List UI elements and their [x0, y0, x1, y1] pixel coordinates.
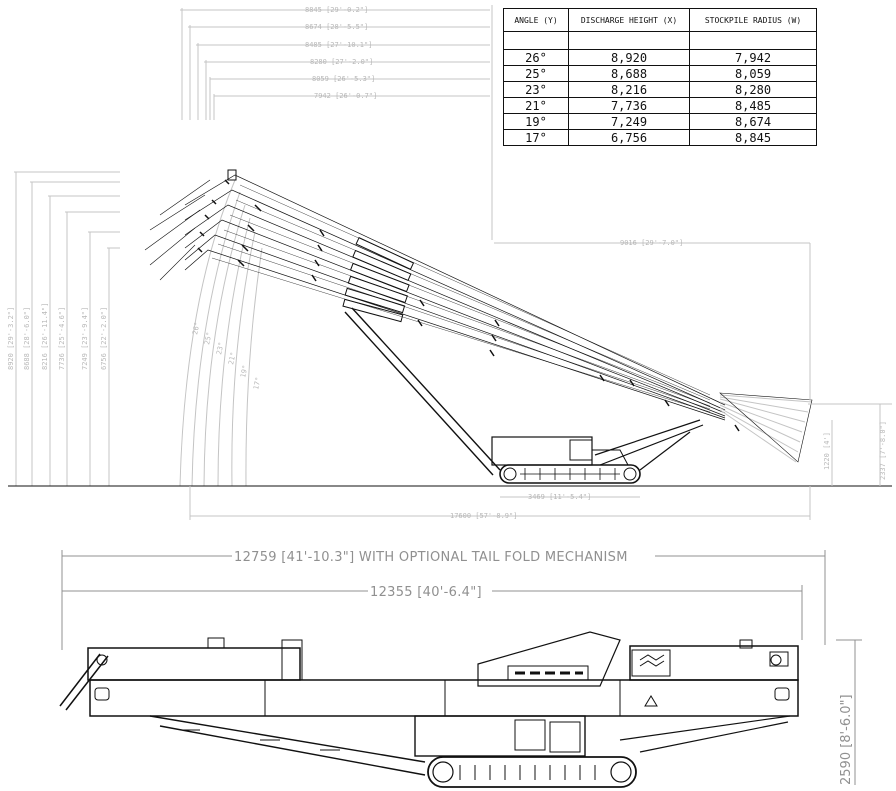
transport-dimensions: 12759 [41'-10.3"] WITH OPTIONAL TAIL FOL…	[61, 550, 862, 785]
header-angle: ANGLE (Y)	[503, 8, 569, 32]
top-radius-dimensions: 8845 [29'-0.2"] 8674 [28'-5.5"] 8485 [27…	[180, 5, 493, 240]
tail-height-dim: 2337 [7'-8.0"]	[879, 421, 887, 480]
table-row: 21° 7,736 8,485	[503, 97, 817, 114]
top-dim-5: 7942 [26'-0.7"]	[314, 92, 377, 100]
left-dim-3: 7736 [25'-4.6"]	[58, 307, 66, 370]
top-dim-1: 8674 [28'-5.5"]	[305, 23, 368, 31]
cell-radius: 8,280	[689, 81, 817, 98]
left-dim-2: 8216 [26'-11.4"]	[41, 303, 49, 370]
left-dim-4: 7249 [23'-9.4"]	[81, 307, 89, 370]
specifications-table: ANGLE (Y) DISCHARGE HEIGHT (X) STOCKPILE…	[503, 8, 817, 146]
top-dim-0: 8845 [29'-0.2"]	[305, 6, 368, 14]
table-row: 17° 6,756 8,845	[503, 129, 817, 146]
table-blank-row	[503, 31, 817, 50]
transport-view-machine	[59, 631, 799, 788]
cell-height: 7,249	[568, 113, 690, 130]
angle-label-3: 21°	[227, 351, 237, 365]
cell-angle: 23°	[503, 81, 569, 98]
right-dimensions: 9016 [29'-7.0"] 2337 [7'-8.0"] 1220 [4']	[494, 239, 892, 486]
stacker-base-unit	[344, 307, 704, 484]
cell-radius: 8,059	[689, 65, 817, 82]
cell-angle: 25°	[503, 65, 569, 82]
cell-radius: 8,485	[689, 97, 817, 114]
table-row: 26° 8,920 7,942	[503, 49, 817, 66]
tail-low-dim: 1220 [4']	[823, 432, 831, 470]
conveyor-boom-positions	[144, 169, 813, 463]
track-assembly	[499, 464, 641, 484]
table-row: 19° 7,249 8,674	[503, 113, 817, 130]
angle-label-4: 19°	[239, 364, 249, 378]
cell-angle: 26°	[503, 49, 569, 66]
cell-angle: 21°	[503, 97, 569, 114]
base-offset-dim: 3469 [11'-5.4"]	[528, 493, 591, 501]
top-dim-4: 8059 [26'-5.3"]	[312, 75, 375, 83]
cell-height: 7,736	[568, 97, 690, 114]
left-dim-5: 6756 [22'-2.0"]	[100, 307, 108, 370]
transport-height-dim: 2590 [8'-6.0"]	[839, 694, 854, 785]
cell-height: 8,920	[568, 49, 690, 66]
header-discharge-height: DISCHARGE HEIGHT (X)	[568, 8, 690, 32]
transport-length-dim: 12355 [40'-6.4"]	[370, 585, 482, 600]
cell-angle: 17°	[503, 129, 569, 146]
base-dimensions: 3469 [11'-5.4"] 17600 [57'-8.9"]	[189, 486, 811, 520]
tail-fold-dim: 12759 [41'-10.3"] WITH OPTIONAL TAIL FOL…	[234, 550, 628, 565]
cell-height: 6,756	[568, 129, 690, 146]
header-stockpile-radius: STOCKPILE RADIUS (W)	[689, 8, 817, 32]
cell-height: 8,688	[568, 65, 690, 82]
angle-label-5: 17°	[252, 376, 262, 390]
cell-angle: 19°	[503, 113, 569, 130]
table-row: 23° 8,216 8,280	[503, 81, 817, 98]
left-dim-0: 8920 [29'-3.2"]	[7, 307, 15, 370]
top-dim-3: 8280 [27'-2.0"]	[310, 58, 373, 66]
reach-dim: 9016 [29'-7.0"]	[620, 239, 683, 247]
angle-label-0: 26°	[191, 321, 201, 335]
overall-length-dim: 17600 [57'-8.9"]	[450, 512, 517, 520]
transport-track-assembly	[427, 756, 637, 788]
angle-arcs: 26° 25° 23° 21° 19° 17°	[179, 179, 263, 487]
cell-radius: 8,674	[689, 113, 817, 130]
cell-radius: 8,845	[689, 129, 817, 146]
cell-radius: 7,942	[689, 49, 817, 66]
left-height-dimensions: 8920 [29'-3.2"] 8688 [28'-6.0"] 8216 [26…	[7, 171, 120, 486]
angle-label-2: 23°	[215, 341, 225, 355]
table-row: 25° 8,688 8,059	[503, 65, 817, 82]
table-header-row: ANGLE (Y) DISCHARGE HEIGHT (X) STOCKPILE…	[503, 8, 817, 32]
top-dim-2: 8485 [27'-10.1"]	[305, 41, 372, 49]
angle-label-1: 25°	[203, 331, 213, 345]
left-dim-1: 8688 [28'-6.0"]	[23, 307, 31, 370]
cell-height: 8,216	[568, 81, 690, 98]
